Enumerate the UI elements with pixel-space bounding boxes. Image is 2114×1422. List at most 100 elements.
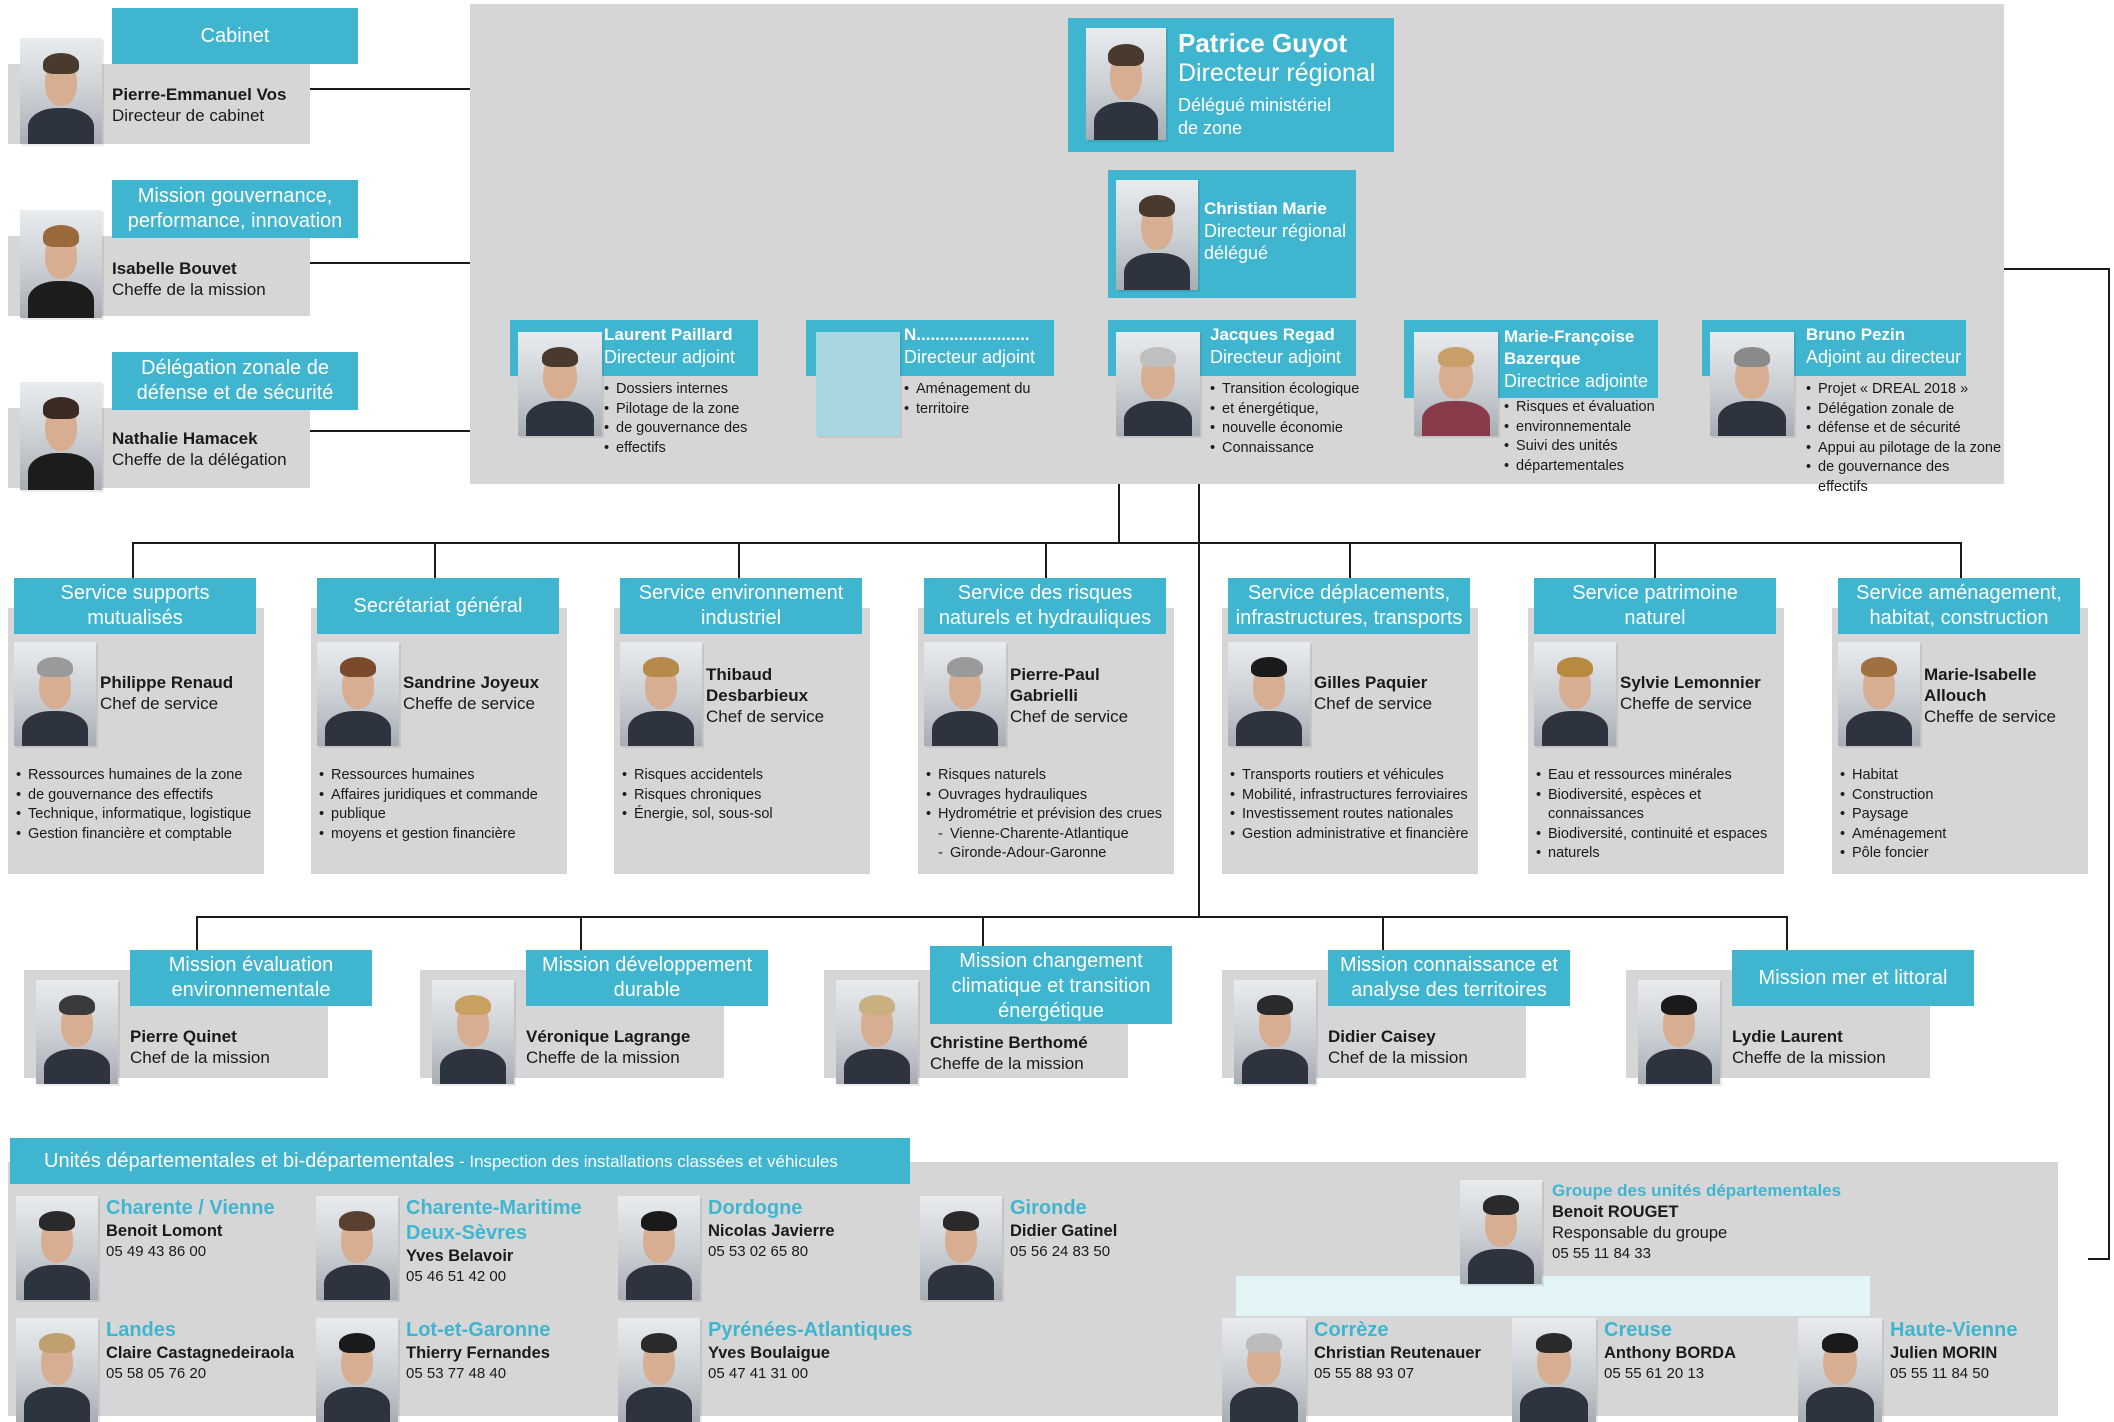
person-photo (317, 642, 399, 746)
connector-line (434, 542, 436, 578)
mission-head-role: Cheffe de la mission (1732, 1048, 1886, 1067)
left-unit-name: Nathalie Hamacek (112, 429, 258, 448)
person-photo (316, 1318, 398, 1422)
connector-line (1045, 542, 1047, 578)
group-role: Responsable du groupe (1552, 1224, 1728, 1242)
service-head-name: Sandrine Joyeux (403, 673, 540, 692)
ud-head-name: Yves Boulaigue (708, 1344, 830, 1362)
ud-header: Unités départementales et bi-département… (10, 1138, 910, 1184)
connector-line (1786, 916, 1788, 952)
service-head-role: Chef de service (1314, 694, 1433, 713)
connector-line (1654, 542, 1656, 578)
mission-head-name: Véronique Lagrange (526, 1027, 691, 1046)
service-bullets: Risques accidentelsRisques chroniquesÉne… (622, 766, 870, 825)
service-bullets: Eau et ressources minéralesBiodiversité,… (1536, 766, 1784, 864)
adjoint-name: Marie-Françoise (1504, 327, 1635, 346)
service-card: Service aménagement,habitat, constructio… (1832, 578, 2088, 874)
ud-dept: Deux-Sèvres (406, 1222, 528, 1244)
ud-dept: Pyrénées-Atlantiques (708, 1319, 913, 1341)
left-unit-card: Mission gouvernance,performance, innovat… (8, 180, 358, 318)
person-photo (16, 1196, 98, 1300)
connector-line (308, 430, 470, 432)
ud-head-name: Benoit Lomont (106, 1222, 223, 1240)
connector-line (1198, 484, 1200, 916)
adjoint-photo (518, 332, 602, 436)
connector-line (1960, 542, 1962, 578)
adjoint-role: Directeur adjoint (1210, 347, 1342, 367)
adjoint-role: Adjoint au directeur (1806, 347, 1962, 367)
left-unit-photo (20, 382, 102, 490)
connector-line (196, 916, 1788, 918)
adjoint-role: Directeur adjoint (604, 347, 736, 367)
adjoint-name: Laurent Paillard (604, 325, 733, 344)
deputy-name: Christian Marie (1204, 199, 1327, 218)
connector-line (132, 542, 134, 578)
adjoint-name: Bruno Pezin (1806, 325, 1906, 344)
ud-tel: 05 58 05 76 20 (106, 1365, 207, 1382)
group-photo (1460, 1180, 1542, 1284)
mission-head-role: Chef de la mission (130, 1048, 270, 1067)
ud-head-name: Didier Gatinel (1010, 1222, 1118, 1240)
adjoint-card: Laurent Paillard Directeur adjoint Dossi… (510, 320, 770, 480)
left-unit-name: Isabelle Bouvet (112, 259, 237, 278)
left-unit-title: Cabinet (112, 8, 358, 64)
left-unit-photo (20, 38, 102, 144)
person-photo (432, 980, 514, 1084)
adjoint-card: N........................ Directeur adjo… (806, 320, 1066, 480)
ud-tel: 05 56 24 83 50 (1010, 1243, 1111, 1260)
group-name: Benoit ROUGET (1552, 1203, 1679, 1221)
service-card: Service déplacements,infrastructures, tr… (1222, 578, 1478, 874)
mission-head-name: Christine Berthomé (930, 1033, 1088, 1052)
left-unit-card: Cabinet Pierre-Emmanuel Vos Directeur de… (8, 8, 358, 144)
group-unit-dept: Haute-Vienne (1890, 1319, 2018, 1341)
adjoint-role: Directeur adjoint (904, 347, 1036, 367)
connector-line (308, 88, 470, 90)
group-unit-name: Christian Reutenauer (1314, 1344, 1481, 1362)
connector-line (1349, 542, 1351, 578)
adjoint-bullets: Risques et évaluation environnementale S… (1504, 398, 1674, 476)
service-head-role: Chef de service (1010, 707, 1129, 726)
connector-line (2108, 268, 2110, 1260)
ud-dept: Dordogne (708, 1197, 803, 1219)
group-unit-dept: Corrèze (1314, 1319, 1389, 1341)
mission-title: Mission mer et littoral (1732, 950, 1974, 1006)
service-bullets: Transports routiers et véhiculesMobilité… (1230, 766, 1478, 844)
adjoint-bullets: Projet « DREAL 2018 » Délégation zonale … (1806, 380, 2002, 497)
person-photo (1534, 642, 1616, 746)
left-unit-name: Pierre-Emmanuel Vos (112, 85, 287, 104)
adjoint-card: Bruno Pezin Adjoint au directeur Projet … (1702, 320, 2002, 495)
service-bullets: Ressources humainesAffaires juridiques e… (319, 766, 567, 844)
left-unit-role: Directeur de cabinet (112, 106, 265, 125)
connector-line (2088, 1258, 2110, 1260)
ud-tel: 05 46 51 42 00 (406, 1268, 507, 1285)
director-extra: Délégué ministériel (1178, 95, 1332, 115)
person-photo (1838, 642, 1920, 746)
person-photo (1638, 980, 1720, 1084)
person-photo (36, 980, 118, 1084)
service-head-name: Allouch (1924, 686, 1987, 705)
director-photo (1086, 28, 1166, 140)
service-title: Service déplacements,infrastructures, tr… (1228, 578, 1470, 634)
group-card: Groupe des unités départementales Benoit… (1460, 1180, 1880, 1284)
service-head-role: Cheffe de service (1620, 694, 1752, 713)
